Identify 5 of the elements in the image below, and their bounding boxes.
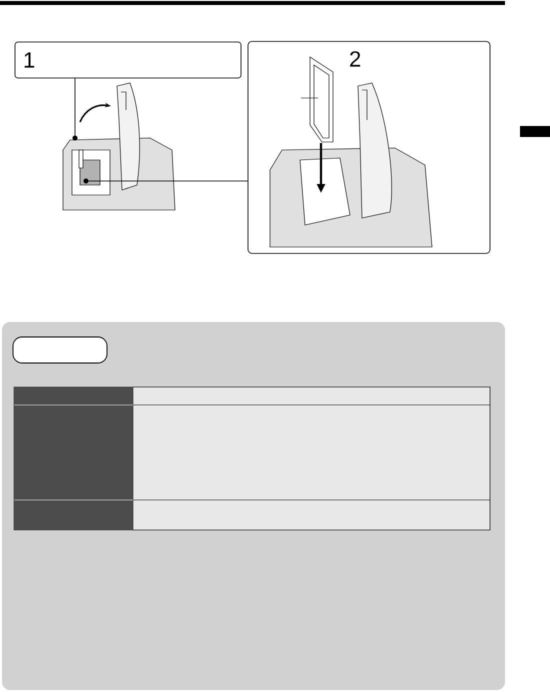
step-panel: 2 [248,41,490,254]
leader-line [74,78,76,136]
note-tag [12,336,108,364]
step-box: 1 [14,42,242,78]
leader-line [88,180,248,182]
